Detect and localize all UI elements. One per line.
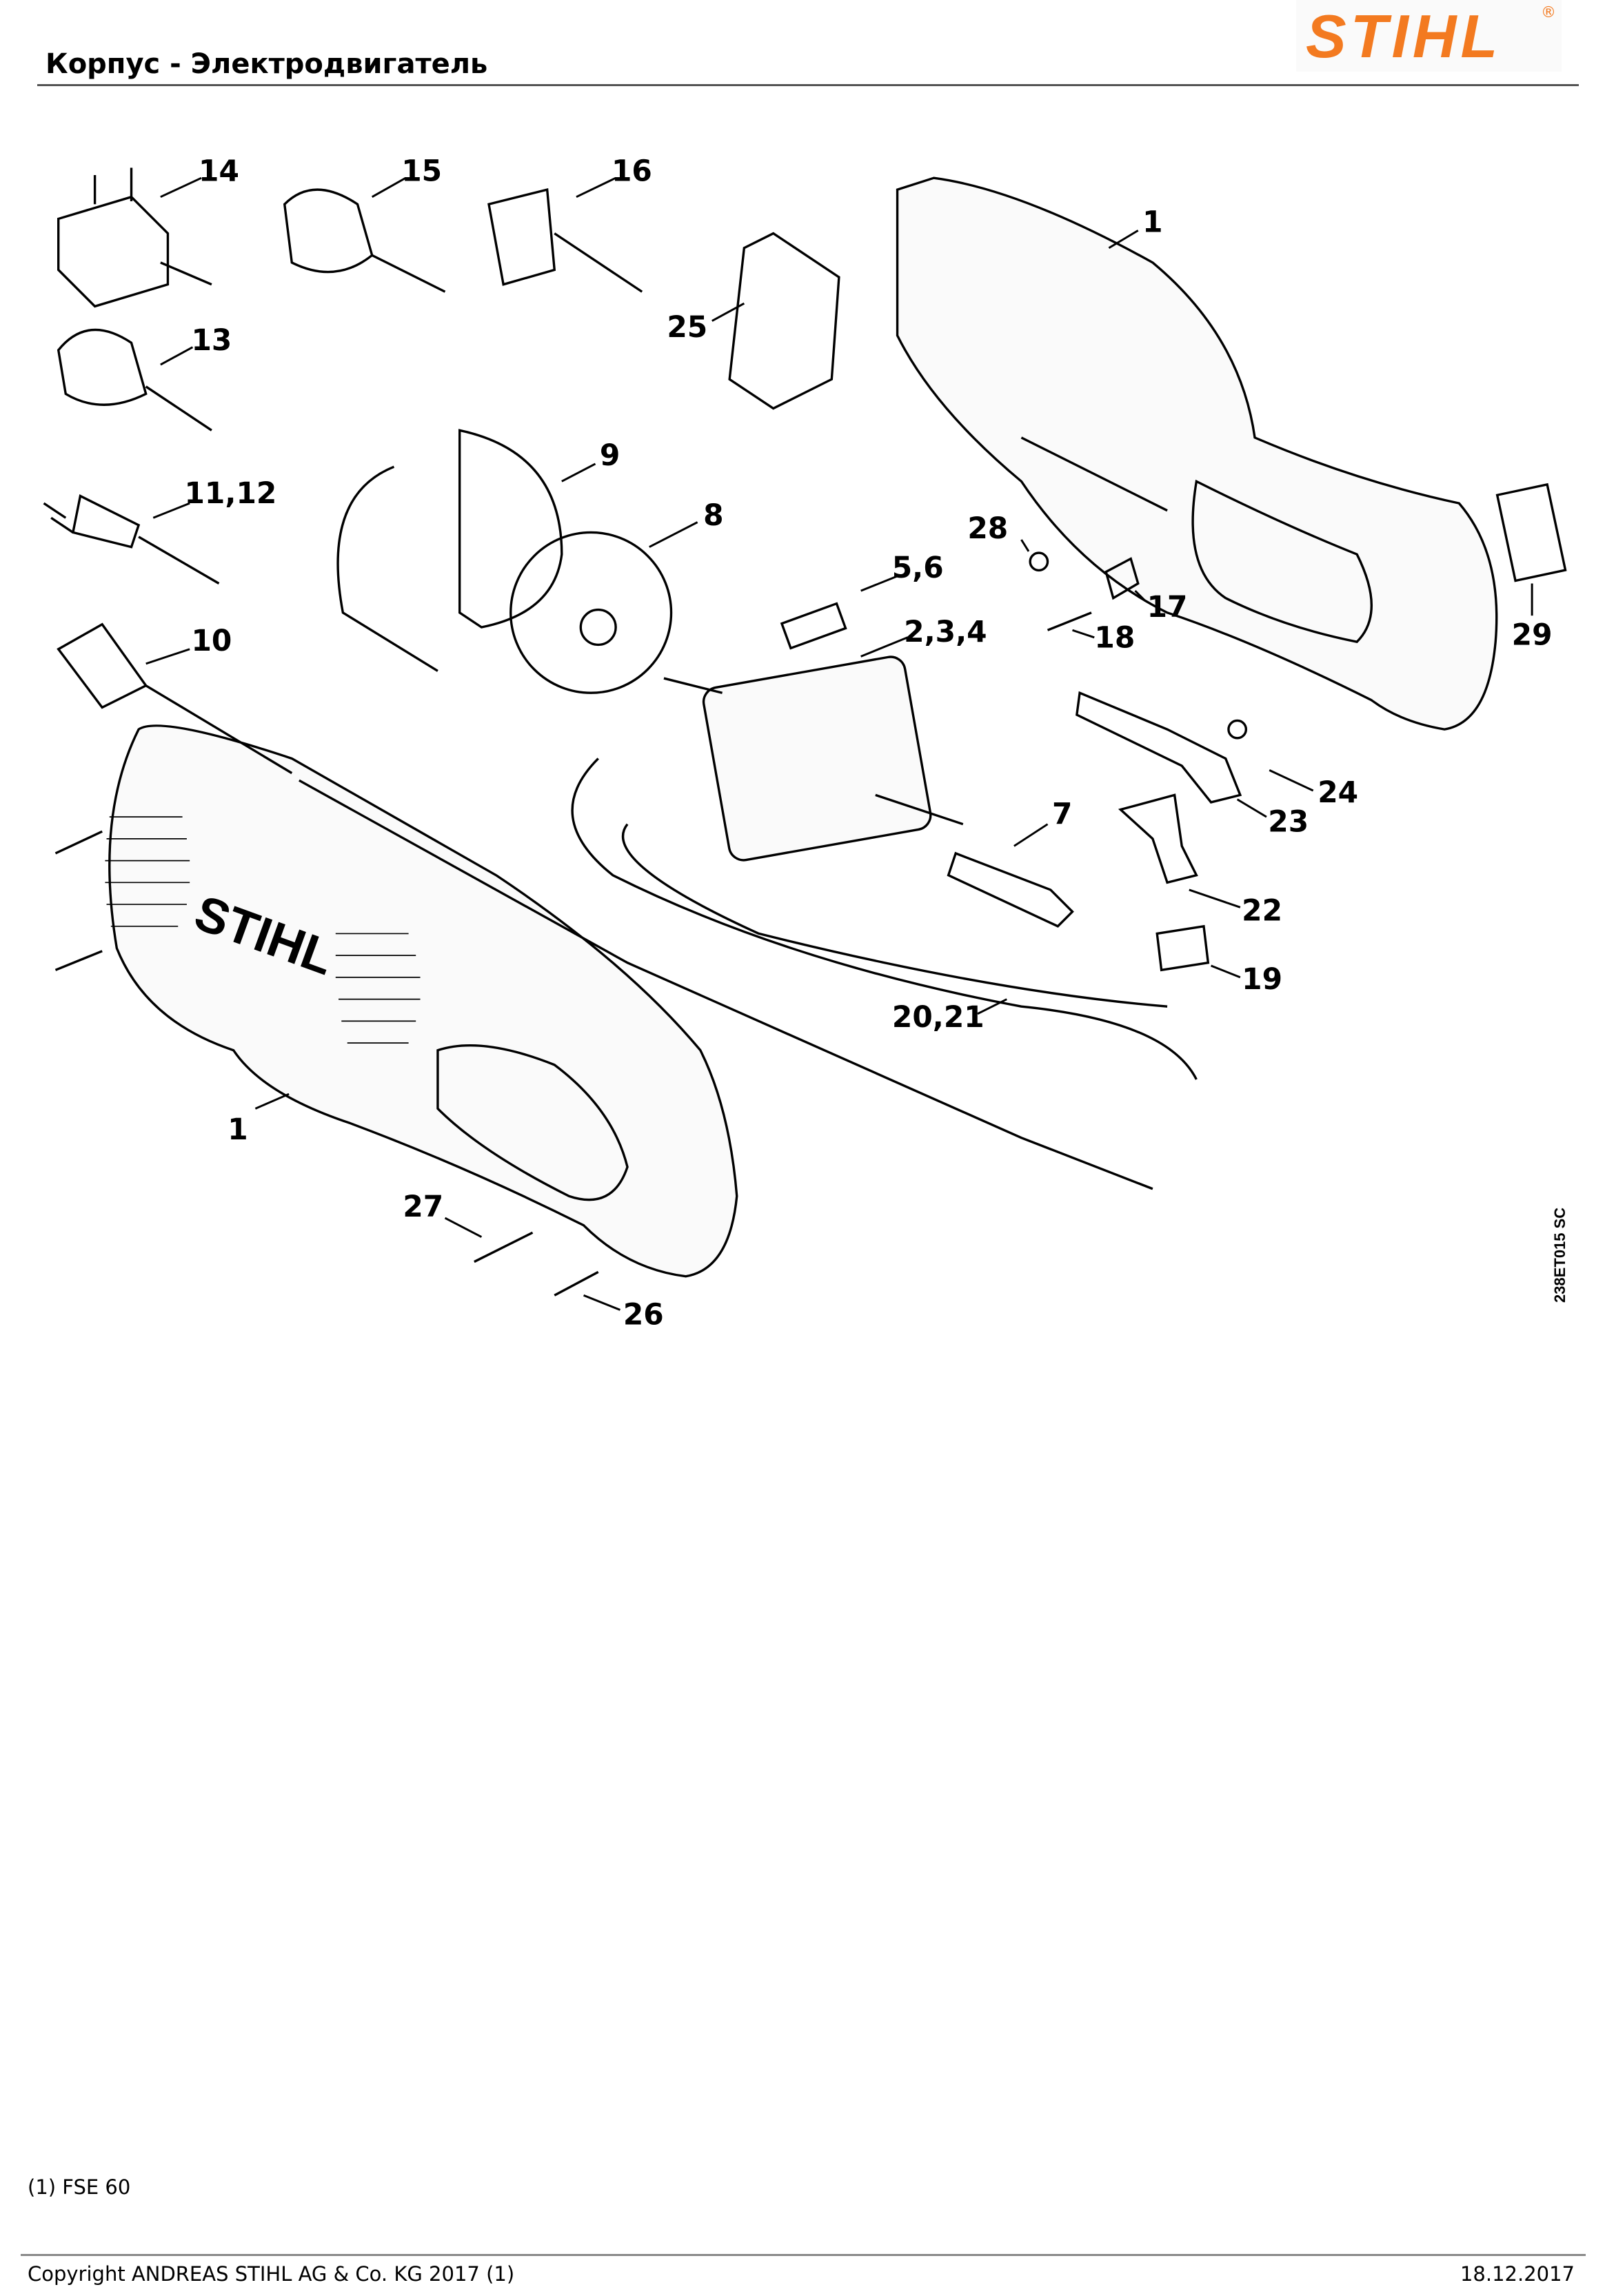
callout: 29 — [1512, 618, 1553, 651]
connector-16 — [487, 187, 643, 293]
callout: 22 — [1242, 893, 1282, 927]
callout: 18 — [1094, 621, 1135, 655]
footer-divider — [21, 2254, 1586, 2256]
registered-mark: ® — [1541, 4, 1556, 21]
label-29 — [1495, 482, 1567, 582]
screw-18 — [1047, 611, 1092, 631]
plug-10 — [57, 622, 293, 775]
housing-vents — [105, 816, 421, 1044]
brush-5-6 — [780, 602, 847, 650]
callout: 8 — [703, 498, 723, 532]
wiring-20-21 — [571, 758, 1198, 1080]
callout: 2,3,4 — [904, 615, 987, 649]
callout: 10 — [191, 624, 232, 658]
sleeve-7 — [947, 851, 1074, 928]
connector-15 — [283, 188, 446, 293]
screw-left-1 — [54, 830, 103, 971]
drawing-code: 238ET015 SC — [1551, 1207, 1568, 1303]
callout: 28 — [967, 511, 1008, 545]
callout: 1 — [228, 1113, 248, 1146]
callout: 24 — [1318, 775, 1358, 809]
callout: 16 — [612, 154, 652, 187]
plug-11-12 — [43, 494, 220, 585]
header-divider — [37, 84, 1579, 86]
power-cable — [299, 779, 1153, 1190]
callout: 25 — [667, 310, 707, 344]
callout: 1 — [1142, 205, 1162, 238]
callout: 19 — [1242, 962, 1282, 996]
housing-half-bottom — [108, 724, 738, 1278]
lever-22 — [1118, 793, 1198, 884]
callout: 5,6 — [892, 551, 944, 585]
callout: 15 — [401, 154, 442, 187]
washer-28 — [1029, 551, 1049, 572]
leader-lines — [145, 176, 1533, 1311]
callout: 27 — [403, 1190, 443, 1223]
copyright: Copyright ANDREAS STIHL AG & Co. KG 2017… — [28, 2262, 515, 2286]
model-note: (1) FSE 60 — [28, 2175, 131, 2199]
callout: 9 — [600, 438, 620, 472]
bracket-25 — [728, 232, 840, 410]
callout: 14 — [199, 154, 239, 187]
screw-27 — [474, 1231, 534, 1263]
plug-13 — [57, 328, 212, 431]
switch-19 — [1155, 924, 1210, 972]
callout: 11,12 — [185, 476, 277, 510]
fan-8 — [509, 531, 673, 694]
callout-labels: 14 15 16 1 25 13 9 11,12 8 28 5,6 2,3,4 … — [185, 154, 1553, 1331]
stihl-logo: STIHL ® — [1296, 0, 1562, 72]
lever-23 — [1076, 691, 1242, 804]
logo-text: STIHL — [1306, 2, 1502, 70]
callout: 20,21 — [892, 1000, 985, 1034]
fan-shroud-9 — [336, 429, 563, 672]
callout: 17 — [1147, 590, 1188, 624]
callout: 26 — [623, 1298, 664, 1332]
spring-24 — [1227, 719, 1248, 740]
callout: 13 — [191, 323, 232, 357]
housing-half-top — [896, 176, 1498, 731]
page-title: Корпус - Электродвигатель — [46, 48, 488, 80]
callout: 7 — [1052, 797, 1072, 831]
callout: 23 — [1268, 804, 1309, 838]
clamp-17 — [1104, 557, 1140, 600]
plug-uk — [57, 167, 212, 308]
motor-2-3-4 — [702, 656, 932, 862]
date: 18.12.2017 — [1460, 2262, 1575, 2286]
screw-26 — [554, 1270, 599, 1297]
